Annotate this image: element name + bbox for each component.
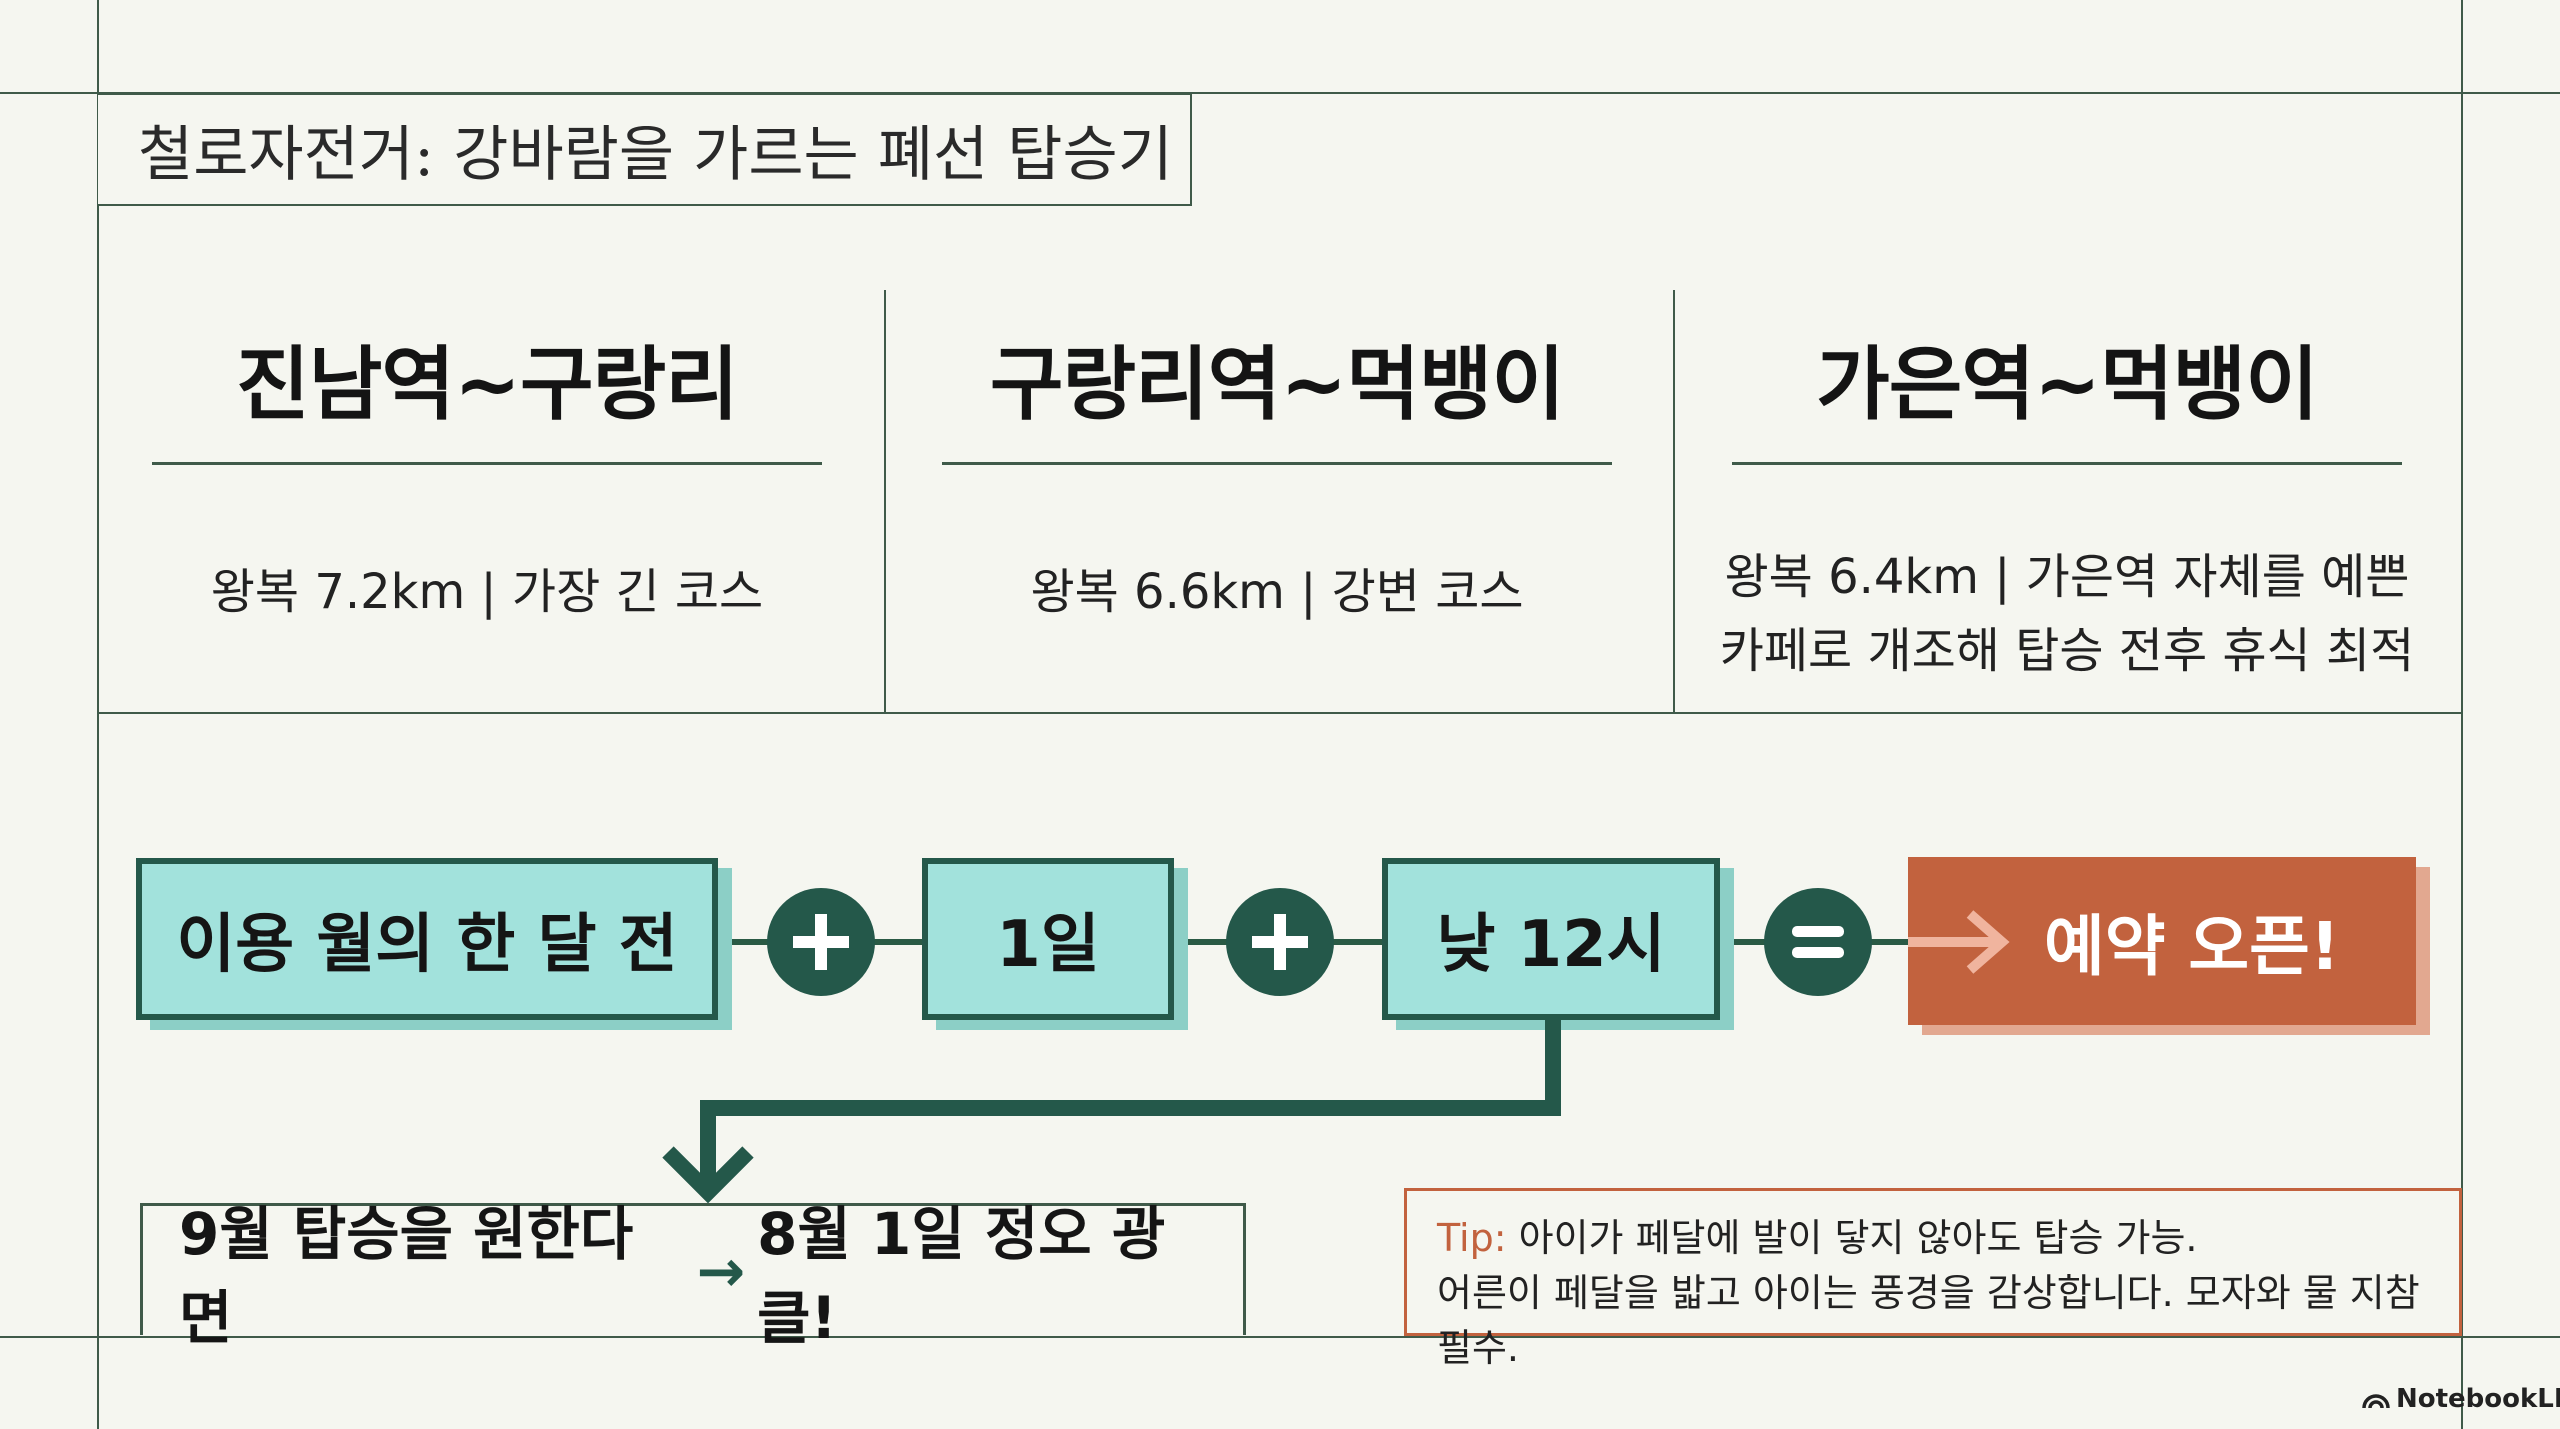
equals-icon xyxy=(1764,888,1872,996)
notebooklm-logo-icon xyxy=(2362,1394,2390,1409)
tip-label: Tip: xyxy=(1437,1216,1507,1260)
plus-icon xyxy=(767,888,875,996)
course-divider xyxy=(1732,462,2402,465)
arrow-right-icon: → xyxy=(696,1236,746,1305)
example-action: 8월 1일 정오 광클! xyxy=(757,1199,1166,1352)
arrow-down-icon xyxy=(662,1018,1561,1204)
page-title: 철로자전거: 강바람을 가르는 폐선 탑승기 xyxy=(98,93,1192,206)
grid-line-left xyxy=(97,0,99,1429)
tip-line-1: Tip: 아이가 페달에 발이 닿지 않아도 탑승 가능. xyxy=(1437,1216,2198,1260)
tip-line-2: 어른이 페달을 밟고 아이는 풍경을 감상합니다. 모자와 물 지참 필수. xyxy=(1437,1271,2420,1370)
tip-box: Tip: 아이가 페달에 발이 닿지 않아도 탑승 가능. 어른이 페달을 밟고… xyxy=(1404,1188,2462,1370)
course-divider xyxy=(942,462,1612,465)
grid-line-middle xyxy=(97,712,2463,714)
example-condition: 9월 탑승을 원한다면 xyxy=(179,1199,634,1352)
course-card-jinnam: 진남역~구랑리 왕복 7.2km | 가장 긴 코스 xyxy=(92,290,882,710)
course-card-gaeun: 가은역~먹뱅이 왕복 6.4km | 가은역 자체를 예쁜 카페로 개조해 탑승… xyxy=(1672,290,2462,710)
course-description: 왕복 7.2km | 가장 긴 코스 xyxy=(210,564,764,620)
column-divider-1 xyxy=(884,290,886,712)
result-label: 예약 오픈! xyxy=(2044,908,2340,985)
formula-term-month: 이용 월의 한 달 전 xyxy=(136,858,718,1020)
example-callout: 9월 탑승을 원한다면 → 8월 1일 정오 광클! xyxy=(140,1200,1246,1352)
grid-line-right xyxy=(2461,0,2463,1429)
course-name: 구랑리역~먹뱅이 xyxy=(989,338,1565,431)
course-card-gurangri: 구랑리역~먹뱅이 왕복 6.6km | 강변 코스 xyxy=(882,290,1672,710)
course-divider xyxy=(152,462,822,465)
course-name: 진남역~구랑리 xyxy=(236,338,739,431)
watermark: NotebookLM xyxy=(2362,1384,2560,1414)
formula-term-day: 1일 xyxy=(922,858,1174,1020)
plus-icon xyxy=(1226,888,1334,996)
column-divider-2 xyxy=(1673,290,1675,712)
course-description: 왕복 6.4km | 가은역 자체를 예쁜 카페로 개조해 탑승 전후 휴식 최… xyxy=(1719,549,2415,679)
course-name: 가은역~먹뱅이 xyxy=(1816,338,2319,431)
course-description: 왕복 6.6km | 강변 코스 xyxy=(1030,564,1524,620)
formula-term-time: 낮 12시 xyxy=(1382,858,1720,1020)
grid-line-bottom xyxy=(0,1336,2560,1338)
arrow-right-icon xyxy=(1908,910,2010,974)
grid-line-top xyxy=(0,92,2560,94)
